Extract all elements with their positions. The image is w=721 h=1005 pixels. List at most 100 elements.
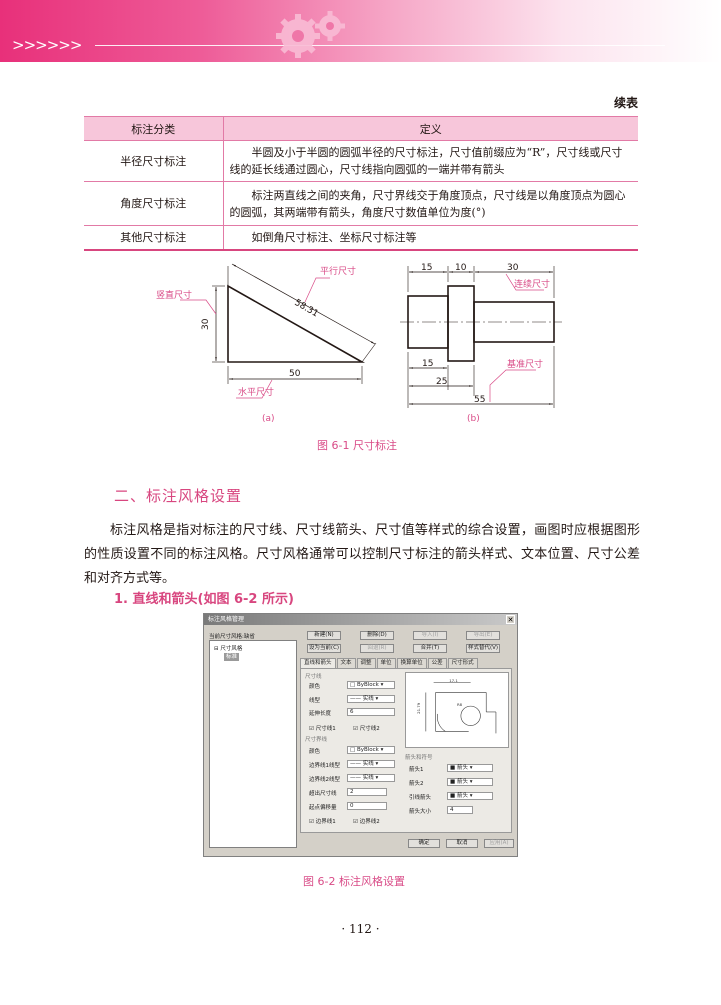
table-cell-definition: 标注两直线之间的夹角，尺寸界线交于角度顶点，尺寸线是以角度顶点为圆心的圆弧，其两… <box>223 181 638 226</box>
close-icon[interactable]: ✕ <box>506 615 515 624</box>
chevron-decoration: >>>>>> <box>12 36 82 54</box>
tab-adjust[interactable]: 调整 <box>356 658 376 668</box>
current-style-label: 当前尺寸风格:缺省 <box>209 634 255 640</box>
header-rule <box>95 45 665 46</box>
figure-caption: 图 6-2 标注风格设置 <box>303 875 405 888</box>
tab-dim-form[interactable]: 尺寸形式 <box>447 658 478 668</box>
table-cell-category: 半径尺寸标注 <box>84 140 224 182</box>
tab-units[interactable]: 单位 <box>376 658 396 668</box>
overshoot-label: 超出尺寸线 <box>309 791 337 797</box>
table-cell-category: 角度尺寸标注 <box>84 181 224 226</box>
arrow2-select[interactable]: ■ 箭头 ▾ <box>447 778 493 786</box>
page-number: · 112 · <box>341 922 380 936</box>
baseline-dim-label: 基准尺寸 <box>507 358 543 370</box>
body-paragraph: 标注风格是指对标注的尺寸线、尺寸线箭头、尺寸值等样式的综合设置，画图时应根据图形… <box>84 523 640 586</box>
tab-text[interactable]: 文本 <box>336 658 356 668</box>
dialog-title-bar: 标注风格管理 ✕ <box>204 614 517 625</box>
svg-text:R8: R8 <box>457 702 463 707</box>
set-current-button[interactable]: 设为当前(C) <box>307 644 341 653</box>
dimline2-checkbox[interactable]: ☑ 尺寸线2 <box>353 726 380 732</box>
horizontal-dim-label: 水平尺寸 <box>238 386 274 398</box>
dimension-style-dialog: 标注风格管理 ✕ 当前尺寸风格:缺省 ⊟ 尺寸风格 标准 新建(N) 删除(D)… <box>203 613 518 857</box>
preview-pane: 17.1 21.79 R8 <box>405 672 509 748</box>
table-cell-definition: 如倒角尺寸标注、坐标尺寸标注等 <box>223 225 638 251</box>
new-button[interactable]: 新建(N) <box>307 631 341 640</box>
arrow1-label: 箭头1 <box>409 767 424 773</box>
parallel-dim-label: 平行尺寸 <box>320 265 356 277</box>
export-button[interactable]: 导出(E) <box>466 631 500 640</box>
continued-label: 续表 <box>613 96 638 110</box>
table-cell-definition: 半圆及小于半圆的圆弧半径的尺寸标注，尺寸值前缀应为“R”，尺寸线或尺寸线的延长线… <box>223 140 638 182</box>
lines-arrows-panel: 尺寸线 颜色 □ ByBlock ▾ 线型 —— 实线 ▾ 延伸长度 6 ☑ 尺… <box>300 668 512 833</box>
tree-root[interactable]: ⊟ 尺寸风格 <box>214 646 243 652</box>
tab-strip: 直线和箭头 文本 调整 单位 换算单位 公差 尺寸形式 <box>300 658 479 668</box>
page-header-band: >>>>>> <box>0 0 721 62</box>
dim-value: 15 <box>422 359 433 369</box>
table-row: 半径尺寸标注 半圆及小于半圆的圆弧半径的尺寸标注，尺寸值前缀应为“R”，尺寸线或… <box>84 140 638 182</box>
ext1-checkbox[interactable]: ☑ 边界线1 <box>309 819 336 825</box>
group-arrows: 箭头和符号 <box>405 755 433 761</box>
linetype-label: 线型 <box>309 698 321 704</box>
figure-b <box>400 266 562 408</box>
gears-icon <box>276 11 345 58</box>
leader-label: 引线箭头 <box>409 795 432 801</box>
offset-label: 起点偏移量 <box>309 805 337 811</box>
overshoot-input[interactable]: 2 <box>347 788 387 796</box>
override-button[interactable]: 样式替代(V) <box>466 644 500 653</box>
dialog-title: 标注风格管理 <box>208 616 245 623</box>
table-header: 标注分类 <box>84 116 224 141</box>
ext1-type-select[interactable]: —— 实线 ▾ <box>347 760 395 768</box>
tab-lines-arrows[interactable]: 直线和箭头 <box>300 658 336 668</box>
svg-text:21.79: 21.79 <box>416 702 421 714</box>
dimension-figure: 竖直尺寸 30 平行尺寸 58.31 50 水平尺寸 (a) 15 10 30 … <box>156 263 562 424</box>
apply-button[interactable]: 应用(A) <box>484 839 514 848</box>
parallel-dim-value: 58.31 <box>293 298 320 320</box>
dim-value: 25 <box>436 377 447 387</box>
figure-b-tag: (b) <box>467 414 480 424</box>
ext-color-label: 颜色 <box>309 749 321 755</box>
dim-value: 55 <box>474 395 485 405</box>
import-button[interactable]: 导入(I) <box>413 631 447 640</box>
figure-a-tag: (a) <box>262 414 275 424</box>
tab-tolerance[interactable]: 公差 <box>427 658 447 668</box>
arrow-size-label: 箭头大小 <box>409 809 432 815</box>
ext2-checkbox[interactable]: ☑ 边界线2 <box>353 819 380 825</box>
group-extline: 尺寸界线 <box>305 737 328 743</box>
table-cell-category: 其他尺寸标注 <box>84 225 224 251</box>
ext2-type-label: 边界线2线型 <box>309 777 340 783</box>
ext2-type-select[interactable]: —— 实线 ▾ <box>347 774 395 782</box>
dim-value: 10 <box>455 263 467 273</box>
color-select[interactable]: □ ByBlock ▾ <box>347 681 395 689</box>
svg-text:17.1: 17.1 <box>449 678 458 683</box>
arrow1-select[interactable]: ■ 箭头 ▾ <box>447 764 493 772</box>
dim-value: 15 <box>421 263 432 273</box>
ext-color-select[interactable]: □ ByBlock ▾ <box>347 746 395 754</box>
continuous-dim-label: 连续尺寸 <box>514 278 550 290</box>
group-dimline: 尺寸线 <box>305 674 322 680</box>
horizontal-dim-value: 50 <box>289 369 301 379</box>
tab-alt-units[interactable]: 换算单位 <box>396 658 427 668</box>
dimline1-checkbox[interactable]: ☑ 尺寸线1 <box>309 726 336 732</box>
table-row: 其他尺寸标注 如倒角尺寸标注、坐标尺寸标注等 <box>84 225 638 251</box>
extend-label: 延伸长度 <box>309 711 332 717</box>
extend-input[interactable]: 6 <box>347 708 395 716</box>
delete-button[interactable]: 删除(D) <box>360 631 394 640</box>
vertical-dim-value: 30 <box>201 318 211 330</box>
style-tree[interactable]: ⊟ 尺寸风格 标准 <box>209 640 297 848</box>
figure-caption: 图 6-1 尺寸标注 <box>317 439 397 452</box>
merge-button[interactable]: 合并(T) <box>413 644 447 653</box>
section-title: 二、标注风格设置 <box>114 487 243 505</box>
leader-select[interactable]: ■ 箭头 ▾ <box>447 792 493 800</box>
arrow-size-input[interactable]: 4 <box>447 806 473 814</box>
tree-item-selected[interactable]: 标准 <box>224 653 240 661</box>
offset-input[interactable]: 0 <box>347 802 387 810</box>
ok-button[interactable]: 确定 <box>408 839 440 848</box>
color-label: 颜色 <box>309 684 321 690</box>
linetype-select[interactable]: —— 实线 ▾ <box>347 695 395 703</box>
subsection-title: 1. 直线和箭头(如图 6-2 所示) <box>114 592 294 607</box>
dimension-definition-table: 标注分类 定义 半径尺寸标注 半圆及小于半圆的圆弧半径的尺寸标注，尺寸值前缀应为… <box>84 116 638 251</box>
rollback-button[interactable]: 回退(R) <box>360 644 394 653</box>
vertical-dim-label: 竖直尺寸 <box>156 289 192 301</box>
arrow2-label: 箭头2 <box>409 781 424 787</box>
cancel-button[interactable]: 取消 <box>446 839 478 848</box>
